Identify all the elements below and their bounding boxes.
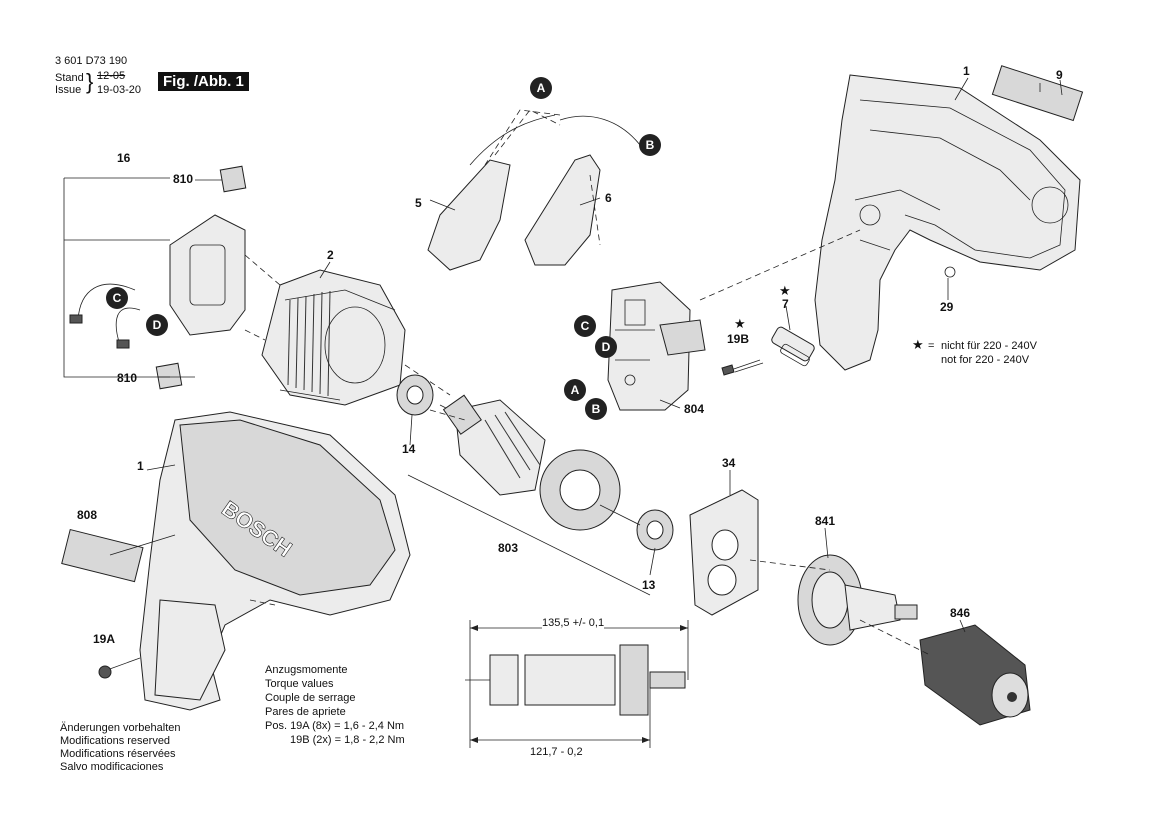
part-label-1-top: 1	[963, 64, 970, 78]
note-star: ★	[912, 337, 924, 352]
part-label-19b: 19B	[727, 332, 750, 346]
part-label-6: 6	[605, 191, 612, 205]
part-label-19a: 19A	[93, 632, 116, 646]
connector-markers: A B C D C D A B	[106, 77, 661, 420]
part-label-841: 841	[815, 514, 836, 528]
part-label-34: 34	[722, 456, 736, 470]
doc-number: 3 601 D73 190	[55, 55, 128, 67]
housing-half-left: BOSCH	[61, 411, 411, 711]
marker-a-switch	[564, 379, 586, 401]
part-label-808: 808	[77, 508, 98, 522]
note-line-en: not for 220 - 240V	[941, 354, 1030, 366]
svg-text:D: D	[153, 318, 162, 332]
part-label-2: 2	[327, 248, 334, 262]
issue-value: 19-03-20	[97, 84, 142, 96]
armature-dimension-drawing	[465, 620, 689, 748]
marker-c-switch	[574, 315, 596, 337]
marker-b-switch	[585, 398, 607, 420]
dimension-top: 135,5 +/- 0,1	[542, 617, 605, 629]
stand-value: 12-05	[97, 70, 126, 82]
torque-heading-en: Torque values	[265, 678, 334, 690]
housing-half-right	[814, 65, 1084, 371]
switch-assembly	[607, 281, 706, 411]
issue-label: Issue	[55, 84, 82, 96]
cable-clamp	[721, 326, 815, 376]
stand-label: Stand	[55, 72, 84, 84]
part-label-7: 7	[782, 297, 789, 311]
part-label-16: 16	[117, 151, 131, 165]
bearing-plate	[689, 489, 759, 616]
svg-text:B: B	[646, 138, 655, 152]
disclaimer-de: Änderungen vorbehalten	[60, 722, 181, 734]
gear-spindle	[797, 554, 918, 646]
marker-d-switch	[595, 336, 617, 358]
part-label-9: 9	[1056, 68, 1063, 82]
svg-text:D: D	[602, 340, 611, 354]
stator	[261, 269, 406, 406]
cable-protectors	[427, 109, 641, 271]
part-label-13: 13	[642, 578, 656, 592]
ball-bearing-13	[636, 509, 674, 551]
disclaimer-en: Modifications reserved	[60, 735, 171, 747]
part-label-810-bottom: 810	[117, 371, 138, 385]
part-label-5: 5	[415, 196, 422, 210]
torque-heading-es: Pares de apriete	[265, 706, 346, 718]
svg-text:B: B	[592, 402, 601, 416]
figure-label: Fig. /Abb. 1	[158, 72, 249, 91]
part-label-14: 14	[402, 442, 416, 456]
svg-text:C: C	[581, 319, 590, 333]
screw-19a	[98, 657, 141, 679]
ball-bearing-14	[396, 374, 434, 416]
torque-heading-de: Anzugsmomente	[265, 664, 348, 676]
part-label-804: 804	[684, 402, 705, 416]
part-label-803: 803	[498, 541, 519, 555]
torque-heading-fr: Couple de serrage	[265, 692, 356, 704]
part-label-1-left: 1	[137, 459, 144, 473]
drill-chuck	[919, 624, 1031, 726]
svg-text:A: A	[571, 383, 580, 397]
star-mark-7: ★	[779, 283, 791, 298]
marker-a-top	[530, 77, 552, 99]
armature	[439, 394, 641, 531]
part-label-810-top: 810	[173, 172, 194, 186]
marker-b-top	[639, 134, 661, 156]
brush-holder	[69, 165, 247, 390]
svg-text:C: C	[113, 291, 122, 305]
torque-value-19a: Pos. 19A (8x) = 1,6 - 2,4 Nm	[265, 720, 405, 732]
svg-text:A: A	[537, 81, 546, 95]
marker-c-left	[106, 287, 128, 309]
star-mark-19b: ★	[734, 316, 746, 331]
brace-glyph: }	[86, 69, 94, 94]
dimension-bottom: 121,7 - 0,2	[530, 746, 583, 758]
torque-value-19b: 19B (2x) = 1,8 - 2,2 Nm	[290, 734, 405, 746]
disclaimer-fr: Modifications réservées	[60, 748, 176, 760]
part-label-846: 846	[950, 606, 971, 620]
marker-d-left	[146, 314, 168, 336]
leader-lines	[146, 77, 1063, 656]
disclaimer-es: Salvo modificaciones	[60, 761, 164, 773]
note-equals: =	[928, 340, 935, 352]
part-label-29: 29	[940, 300, 954, 314]
note-line-de: nicht für 220 - 240V	[941, 340, 1038, 352]
